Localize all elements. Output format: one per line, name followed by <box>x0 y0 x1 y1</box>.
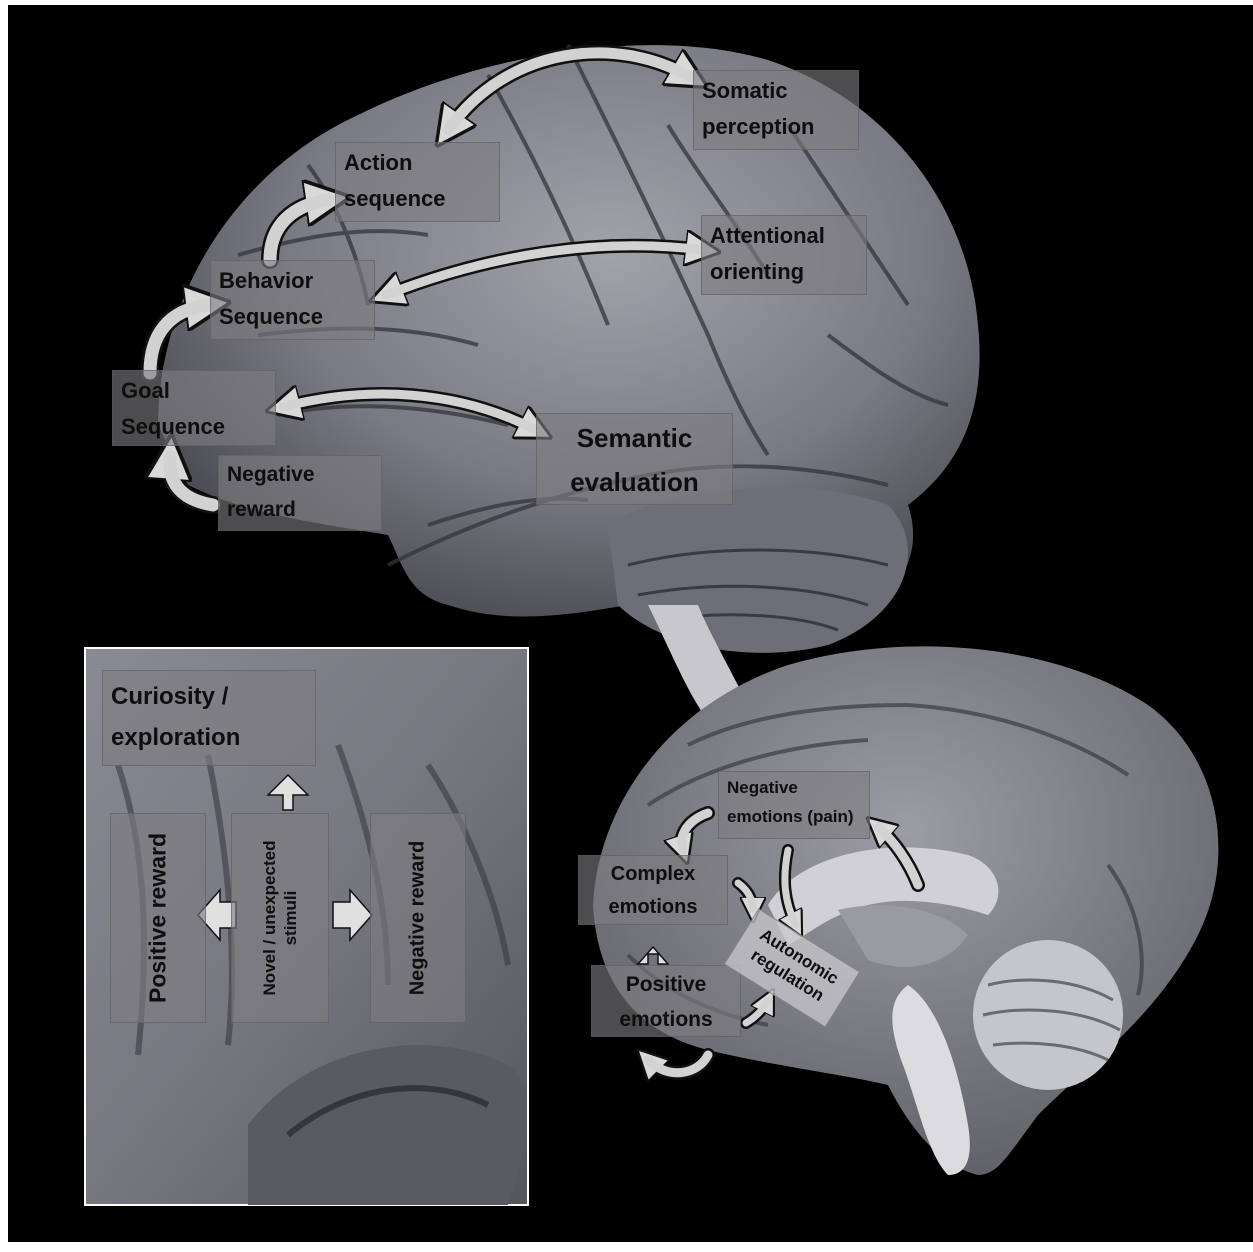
label-positive-line2: emotions <box>592 1003 740 1038</box>
label-novel-text: Novel / unexpected stimuli <box>259 841 302 996</box>
label-semantic-evaluation: Semantic evaluation <box>536 413 733 505</box>
label-curiosity-line2: exploration <box>111 718 307 759</box>
label-curiosity-line1: Curiosity / <box>111 677 307 718</box>
label-negemo-line1: Negative <box>727 774 861 803</box>
label-novel-stimuli: Novel / unexpected stimuli <box>231 813 329 1023</box>
label-positive-emotions: Positive emotions <box>591 965 741 1037</box>
label-goal-line1: Goal <box>121 373 267 409</box>
brain-illustration <box>8 5 1253 1242</box>
label-negative-reward-inset: Negative reward <box>370 813 466 1023</box>
label-behavior-sequence: Behavior Sequence <box>210 260 375 340</box>
label-attentional-line2: orienting <box>710 254 858 290</box>
label-action-line1: Action <box>344 145 491 181</box>
label-complex-emotions: Complex emotions <box>578 855 728 925</box>
label-goal-line2: Sequence <box>121 409 267 445</box>
label-complex-line2: emotions <box>579 891 727 924</box>
label-negative-reward-inset-text: Negative reward <box>406 841 431 996</box>
label-somatic-line2: perception <box>702 109 850 145</box>
label-attentional-line1: Attentional <box>710 218 858 254</box>
label-negreward-line2: reward <box>227 493 373 528</box>
label-positive-reward-text: Positive reward <box>144 833 173 1003</box>
label-semantic-line2: evaluation <box>545 460 724 504</box>
label-positive-reward: Positive reward <box>110 813 206 1023</box>
label-somatic-perception: Somatic perception <box>693 70 859 150</box>
figure-canvas: Somatic perception Action sequence Atten… <box>8 5 1253 1242</box>
label-negemo-line2: emotions (pain) <box>727 803 861 832</box>
label-somatic-line1: Somatic <box>702 73 850 109</box>
label-action-line2: sequence <box>344 181 491 217</box>
label-attentional-orienting: Attentional orienting <box>701 215 867 295</box>
label-negative-reward-lateral: Negative reward <box>218 455 382 531</box>
label-novel-line1: Novel / unexpected <box>259 841 280 996</box>
label-behavior-line1: Behavior <box>219 263 366 299</box>
label-negreward-line1: Negative <box>227 458 373 493</box>
label-semantic-line1: Semantic <box>545 416 724 460</box>
label-action-sequence: Action sequence <box>335 142 500 222</box>
label-curiosity-exploration: Curiosity / exploration <box>102 670 316 766</box>
label-goal-sequence: Goal Sequence <box>112 370 276 446</box>
label-complex-line1: Complex <box>579 858 727 891</box>
label-positive-line1: Positive <box>592 968 740 1003</box>
label-novel-line2: stimuli <box>280 841 301 996</box>
label-negative-emotions: Negative emotions (pain) <box>718 771 870 839</box>
label-behavior-line2: Sequence <box>219 299 366 335</box>
